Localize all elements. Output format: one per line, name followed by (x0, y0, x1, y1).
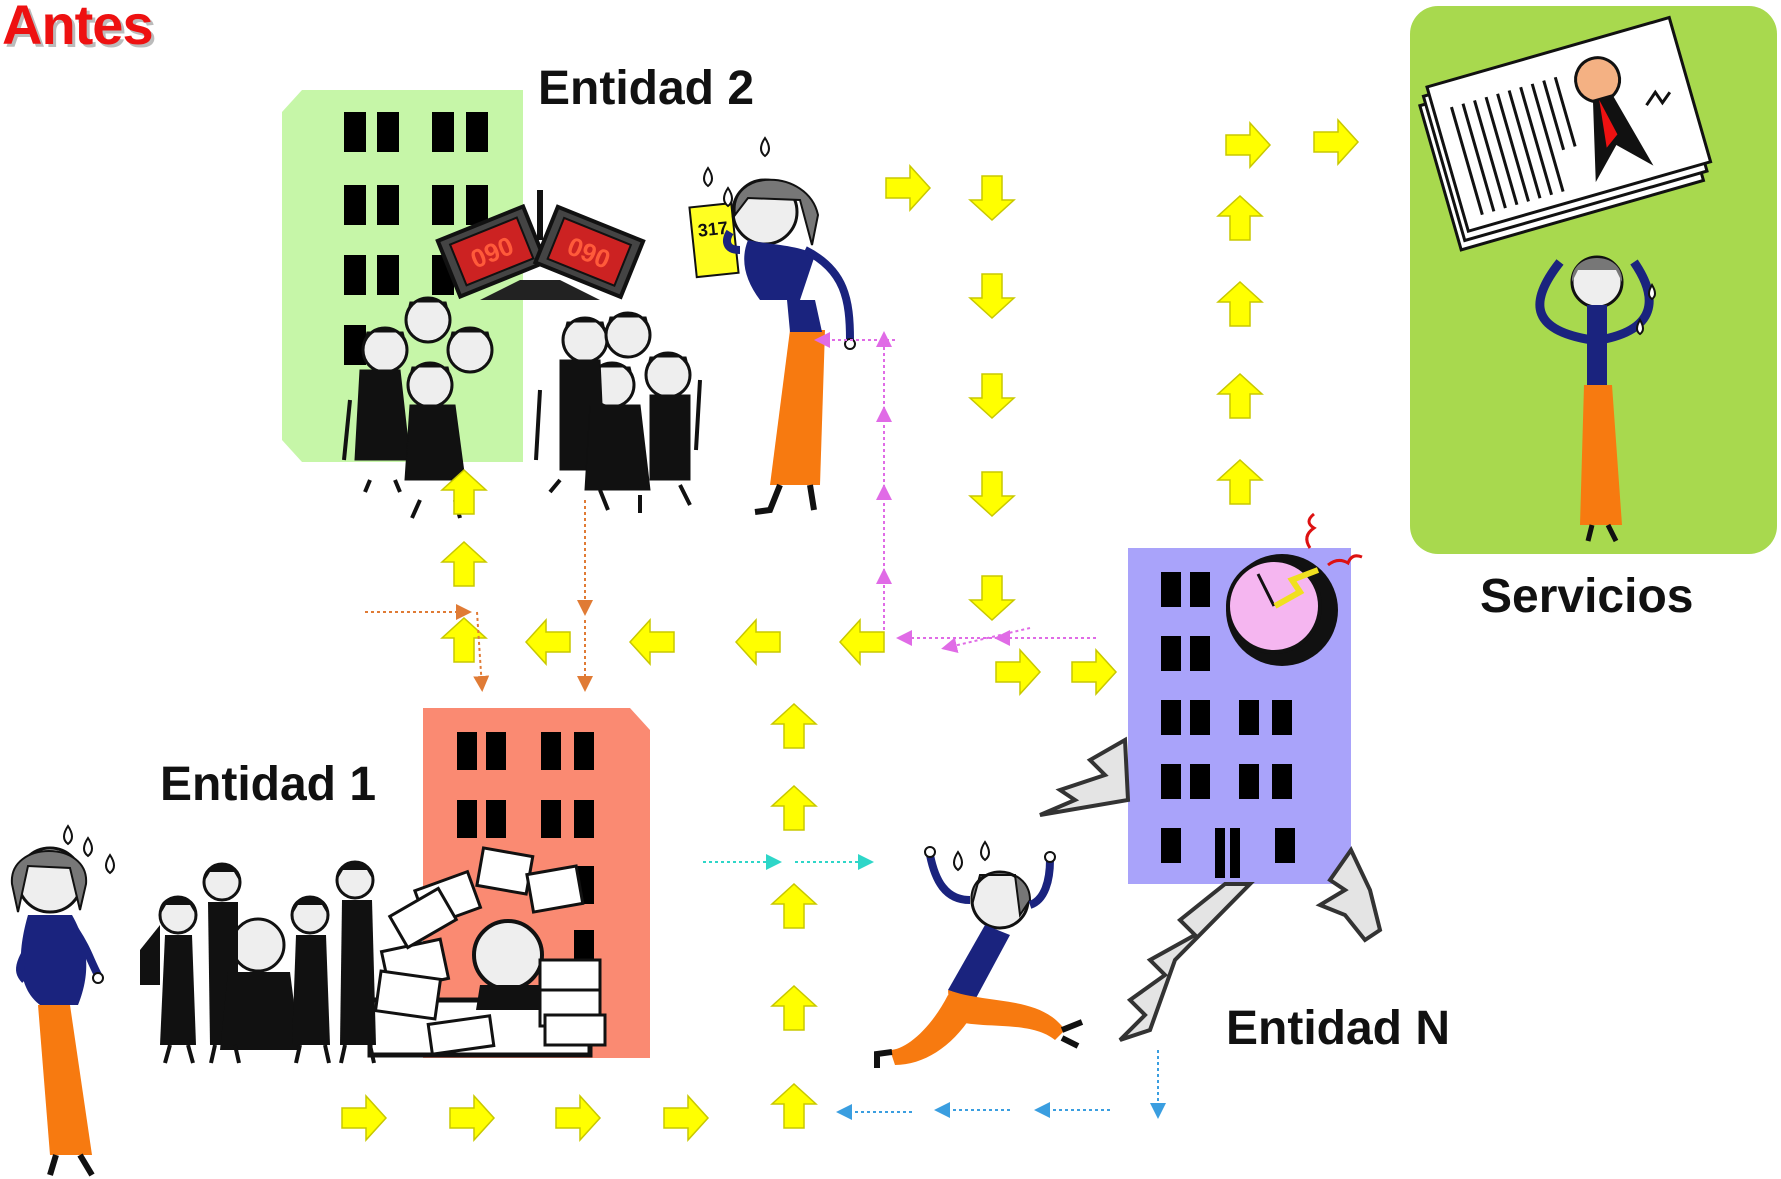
entidad-n-label: Entidad N (1226, 1002, 1450, 1055)
flow-arrow (449, 1094, 496, 1142)
flow-arrow (968, 471, 1016, 518)
flow-arrow (838, 618, 885, 666)
servicios-label: Servicios (1480, 570, 1693, 623)
flow-arrow (770, 1082, 818, 1129)
certificate-icon (1418, 15, 1713, 252)
flow-arrow (628, 618, 675, 666)
worried-woman-icon (10, 824, 115, 1177)
flow-arrow (1216, 280, 1264, 327)
flow-arrow (555, 1094, 602, 1142)
clock-icon (1226, 512, 1363, 666)
flow-arrow (1225, 121, 1272, 169)
queue-display-icon: 090 090 (435, 190, 646, 300)
flow-arrow (440, 540, 488, 587)
flow-arrow (1313, 118, 1360, 166)
flow-arrow (770, 784, 818, 831)
orange-flow-lines (365, 500, 593, 692)
flow-arrow (995, 648, 1042, 696)
flow-arrow (1216, 194, 1264, 241)
page-title: Antes (2, 0, 154, 56)
ticket-number: 317 (697, 218, 729, 241)
flow-arrow (770, 882, 818, 929)
flow-arrow (770, 984, 818, 1031)
flow-arrow (734, 618, 781, 666)
flow-arrow (770, 702, 818, 749)
flow-arrow (1216, 458, 1264, 505)
entidad-1-label: Entidad 1 (160, 758, 376, 811)
flow-arrow (524, 618, 571, 666)
flow-arrow (1071, 648, 1118, 696)
entidad-2-label: Entidad 2 (538, 62, 754, 115)
crowd-icon (342, 296, 702, 519)
flow-arrow (663, 1094, 710, 1142)
worried-woman-icon: 317 (688, 136, 856, 515)
blue-flow-lines (836, 1050, 1166, 1120)
crack-icon (1039, 736, 1383, 1042)
flow-arrow (440, 616, 488, 663)
worried-woman-icon (874, 840, 1084, 1068)
flow-arrow (341, 1094, 388, 1142)
flow-arrow (440, 468, 488, 515)
flow-arrow (968, 373, 1016, 420)
crowd-icon (140, 860, 376, 1064)
papers-icon (367, 846, 607, 1058)
flow-arrow (968, 175, 1016, 222)
flow-arrow (885, 164, 932, 212)
flow-arrow (1216, 372, 1264, 419)
flow-arrow (968, 273, 1016, 320)
flow-arrow (968, 575, 1016, 622)
main-flow-arrows (341, 118, 1360, 1142)
worried-woman-icon (1535, 255, 1656, 543)
magenta-flow-lines (814, 331, 1096, 654)
